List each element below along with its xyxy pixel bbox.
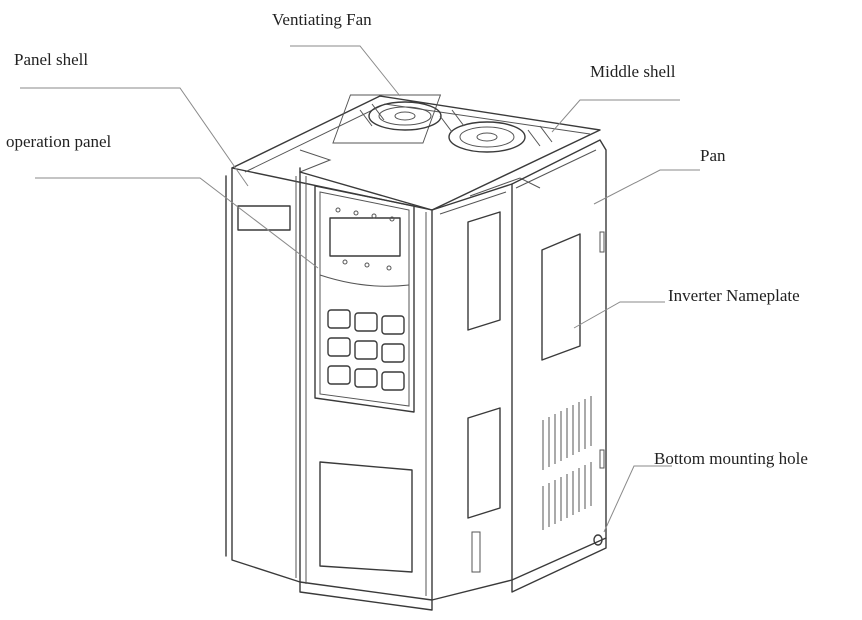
leader-lines bbox=[20, 45, 700, 533]
fan-grille bbox=[359, 103, 553, 147]
middle-shell bbox=[431, 183, 513, 601]
leader-fan bbox=[290, 45, 401, 97]
leader-panel-shell bbox=[20, 87, 249, 187]
leader-middle-shell bbox=[551, 99, 680, 133]
label-ventilating-fan: Ventiating Fan bbox=[272, 10, 372, 29]
ventilating-fan-right bbox=[448, 121, 526, 153]
top-face bbox=[231, 95, 601, 211]
label-middle-shell: Middle shell bbox=[590, 62, 676, 81]
leader-nameplate bbox=[573, 301, 665, 329]
label-inverter-nameplate: Inverter Nameplate bbox=[668, 286, 800, 305]
front-body bbox=[299, 171, 433, 611]
panel-shell bbox=[225, 167, 301, 583]
label-bottom-mounting-hole: Bottom mounting hole bbox=[654, 449, 808, 468]
label-panel-shell: Panel shell bbox=[14, 50, 89, 69]
side-vents-lower bbox=[542, 462, 592, 530]
side-vents-upper bbox=[542, 396, 592, 470]
leader-mounting-hole bbox=[603, 465, 672, 533]
label-pan: Pan bbox=[700, 146, 726, 165]
pan-side-panel bbox=[511, 139, 607, 593]
leader-pan bbox=[593, 169, 700, 205]
label-operation-panel: operation panel bbox=[6, 132, 112, 151]
mounting-hole-marker bbox=[593, 534, 603, 546]
leader-operation-panel bbox=[35, 177, 319, 269]
ventilating-fan-left bbox=[332, 94, 442, 144]
